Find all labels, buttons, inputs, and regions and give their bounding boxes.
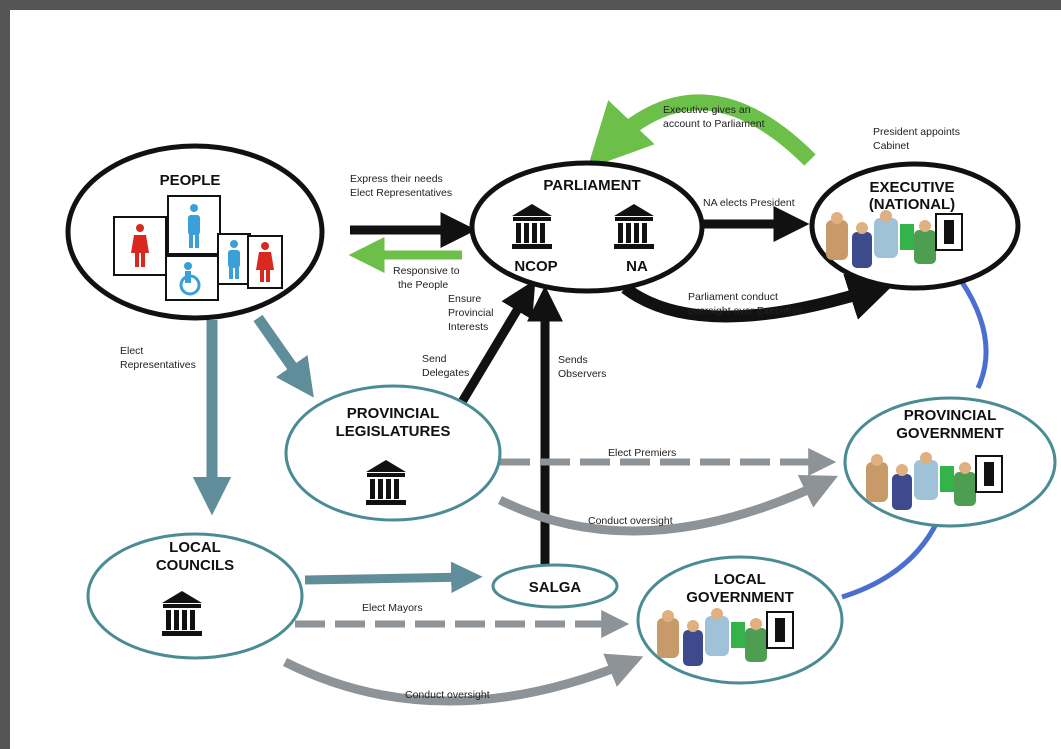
- label-account-1: Executive gives an: [663, 104, 751, 116]
- label-oversight-exec-1: Parliament conduct: [688, 291, 778, 303]
- salga-title: SALGA: [529, 579, 582, 596]
- label-na-elects: NA elects President: [703, 197, 795, 209]
- label-delegates-1: Send: [422, 353, 447, 365]
- provincial-legislatures-title-1: PROVINCIAL: [347, 405, 440, 422]
- label-responsive-1: Responsive to: [393, 265, 460, 277]
- local-councils-title-1: LOCAL: [169, 539, 221, 556]
- provincial-legislatures-node: [284, 384, 502, 522]
- arrow-send-delegates: [458, 279, 536, 405]
- arrow-conduct-oversight-local: [282, 653, 644, 706]
- label-express-needs: Express their needs: [350, 173, 443, 185]
- label-oversight-exec-2: oversight over Executive: [688, 305, 803, 317]
- label-appoints-1: President appoints: [873, 126, 960, 138]
- provincial-government-title-1: PROVINCIAL: [904, 407, 997, 424]
- executive-title-1: EXECUTIVE: [869, 179, 954, 196]
- label-ensure-3: Interests: [448, 321, 488, 333]
- label-elect-mayors: Elect Mayors: [362, 602, 423, 614]
- local-government-title-2: GOVERNMENT: [686, 589, 794, 606]
- link-provincial-to-executive: [959, 280, 989, 390]
- label-observers-2: Observers: [558, 368, 606, 380]
- label-elect-reps-2: Representatives: [120, 359, 196, 371]
- label-observers-1: Sends: [558, 354, 588, 366]
- ncop-label: NCOP: [514, 258, 557, 275]
- people-title: PEOPLE: [160, 172, 221, 189]
- label-account-2: account to Parliament: [663, 118, 765, 130]
- label-elect-reps-1: Elect: [120, 345, 143, 357]
- arrow-conduct-oversight-provincial: [497, 475, 839, 536]
- people-signs-icon: [113, 195, 283, 301]
- salga-node: [491, 563, 619, 609]
- parliament-title: PARLIAMENT: [543, 177, 640, 194]
- label-responsive-2: the People: [398, 279, 448, 291]
- arrow-local-to-salga: [304, 561, 483, 594]
- link-local-to-provincial: [841, 518, 941, 600]
- label-ensure-1: Ensure: [448, 293, 481, 305]
- label-delegates-2: Delegates: [422, 367, 469, 379]
- arrow-parliament-oversight: [621, 273, 897, 323]
- arrow-people-to-provincial: [253, 314, 314, 398]
- local-councils-node: [86, 532, 304, 660]
- local-councils-title-2: COUNCILS: [156, 557, 234, 574]
- na-label: NA: [626, 258, 648, 275]
- provincial-government-title-2: GOVERNMENT: [896, 425, 1004, 442]
- provincial-legislatures-title-2: LEGISLATURES: [336, 423, 451, 440]
- label-conduct-oversight-provincial: Conduct oversight: [588, 515, 673, 527]
- label-elect-representatives-top: Elect Representatives: [350, 187, 452, 199]
- label-elect-premiers: Elect Premiers: [608, 447, 676, 459]
- label-ensure-2: Provincial: [448, 307, 494, 319]
- label-conduct-oversight-local: Conduct oversight: [405, 689, 490, 701]
- parliament-node: [469, 160, 705, 294]
- executive-title-2: (NATIONAL): [869, 196, 955, 213]
- arrow-executive-account: [587, 94, 816, 169]
- label-appoints-2: Cabinet: [873, 140, 909, 152]
- local-government-title-1: LOCAL: [714, 571, 766, 588]
